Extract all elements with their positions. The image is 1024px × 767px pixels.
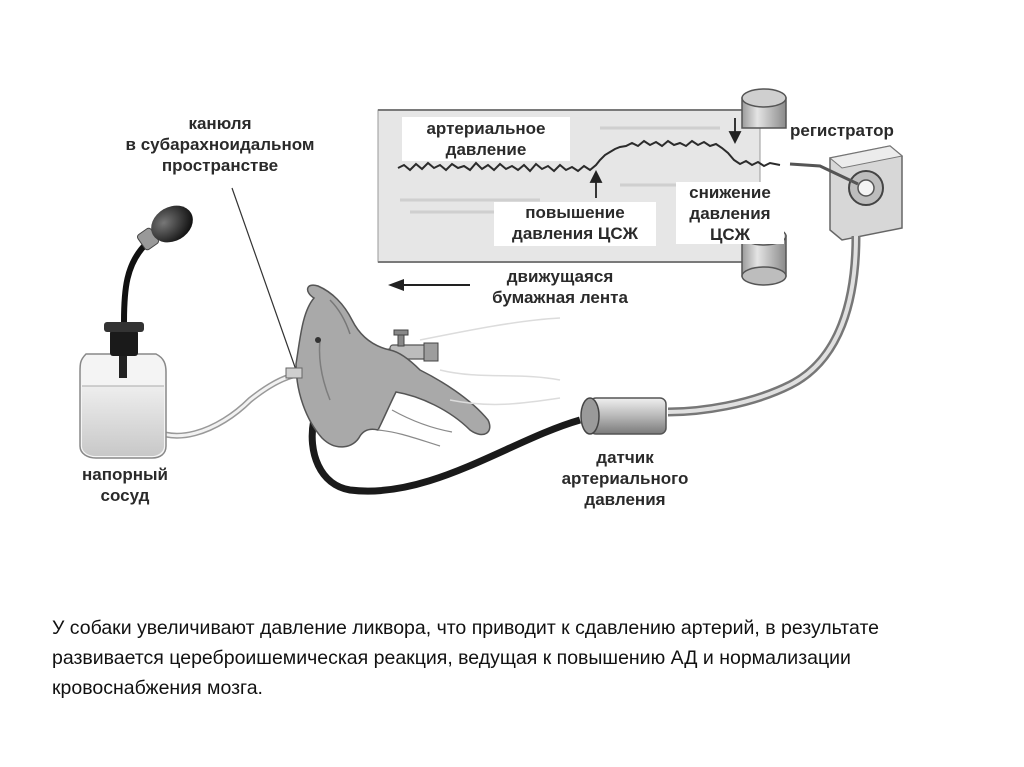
arterial-label-bg <box>402 117 570 161</box>
recorder-pen-arm <box>789 162 859 186</box>
pump-hose <box>121 241 149 323</box>
csf-drop-label-line3: ЦСЖ <box>709 225 751 244</box>
arterial-pressure-label-line2: давление <box>445 140 527 159</box>
sensor-label: датчик артериального давления <box>540 447 710 510</box>
pressure-vessel-label-line1: напорный <box>82 465 168 484</box>
sensor-label-line3: давления <box>584 490 666 509</box>
drop-arrow <box>728 118 742 145</box>
arterial-pressure-sensor <box>580 397 667 435</box>
csf-drop-label-line2: давления <box>689 204 771 223</box>
dog-illustration <box>295 284 491 448</box>
moving-tape-label: движущаяся бумажная лента <box>470 266 650 308</box>
registrar-label: регистратор <box>790 121 894 140</box>
pressure-vessel <box>79 322 167 459</box>
sensor-label-line2: артериального <box>561 469 689 488</box>
dog-body-shading <box>419 317 561 406</box>
pressure-vessel-label-line2: сосуд <box>100 486 150 505</box>
slide-caption: У собаки увеличивают давление ликвора, ч… <box>52 617 879 699</box>
cannula-label: канюля в субарахноидальном пространстве <box>80 113 360 176</box>
cannula-pointer-line <box>231 187 297 371</box>
arterial-pressure-label: артериальное давление <box>404 118 568 160</box>
cannula-label-line2: в субарахноидальном <box>125 135 315 154</box>
sensor-label-line1: датчик <box>596 448 654 467</box>
rise-label-bg <box>494 202 656 246</box>
arterial-pressure-label-line1: артериальное <box>426 119 546 138</box>
cannula-label-line1: канюля <box>188 114 252 133</box>
csf-rise-label-line2: давления ЦСЖ <box>512 224 638 243</box>
moving-tape-label-line1: движущаяся <box>506 267 614 286</box>
tape-direction-arrow <box>388 279 470 291</box>
tape-roll-top <box>741 88 787 129</box>
registrar-device <box>828 145 904 241</box>
csf-drop-label-line1: снижение <box>689 183 771 202</box>
csf-rise-label: повышение давления ЦСЖ <box>490 202 660 244</box>
rise-arrow <box>589 169 603 198</box>
moving-tape-label-line2: бумажная лента <box>492 288 628 307</box>
arterial-pressure-trace <box>397 139 781 173</box>
pressure-vessel-label: напорный сосуд <box>60 464 190 506</box>
csf-rise-label-line1: повышение <box>525 203 625 222</box>
csf-drop-label: снижение давления ЦСЖ <box>672 182 788 245</box>
drop-label-bg <box>676 182 784 244</box>
cannula-label-line3: пространстве <box>161 156 279 175</box>
rubber-bulb-pump <box>136 205 193 251</box>
